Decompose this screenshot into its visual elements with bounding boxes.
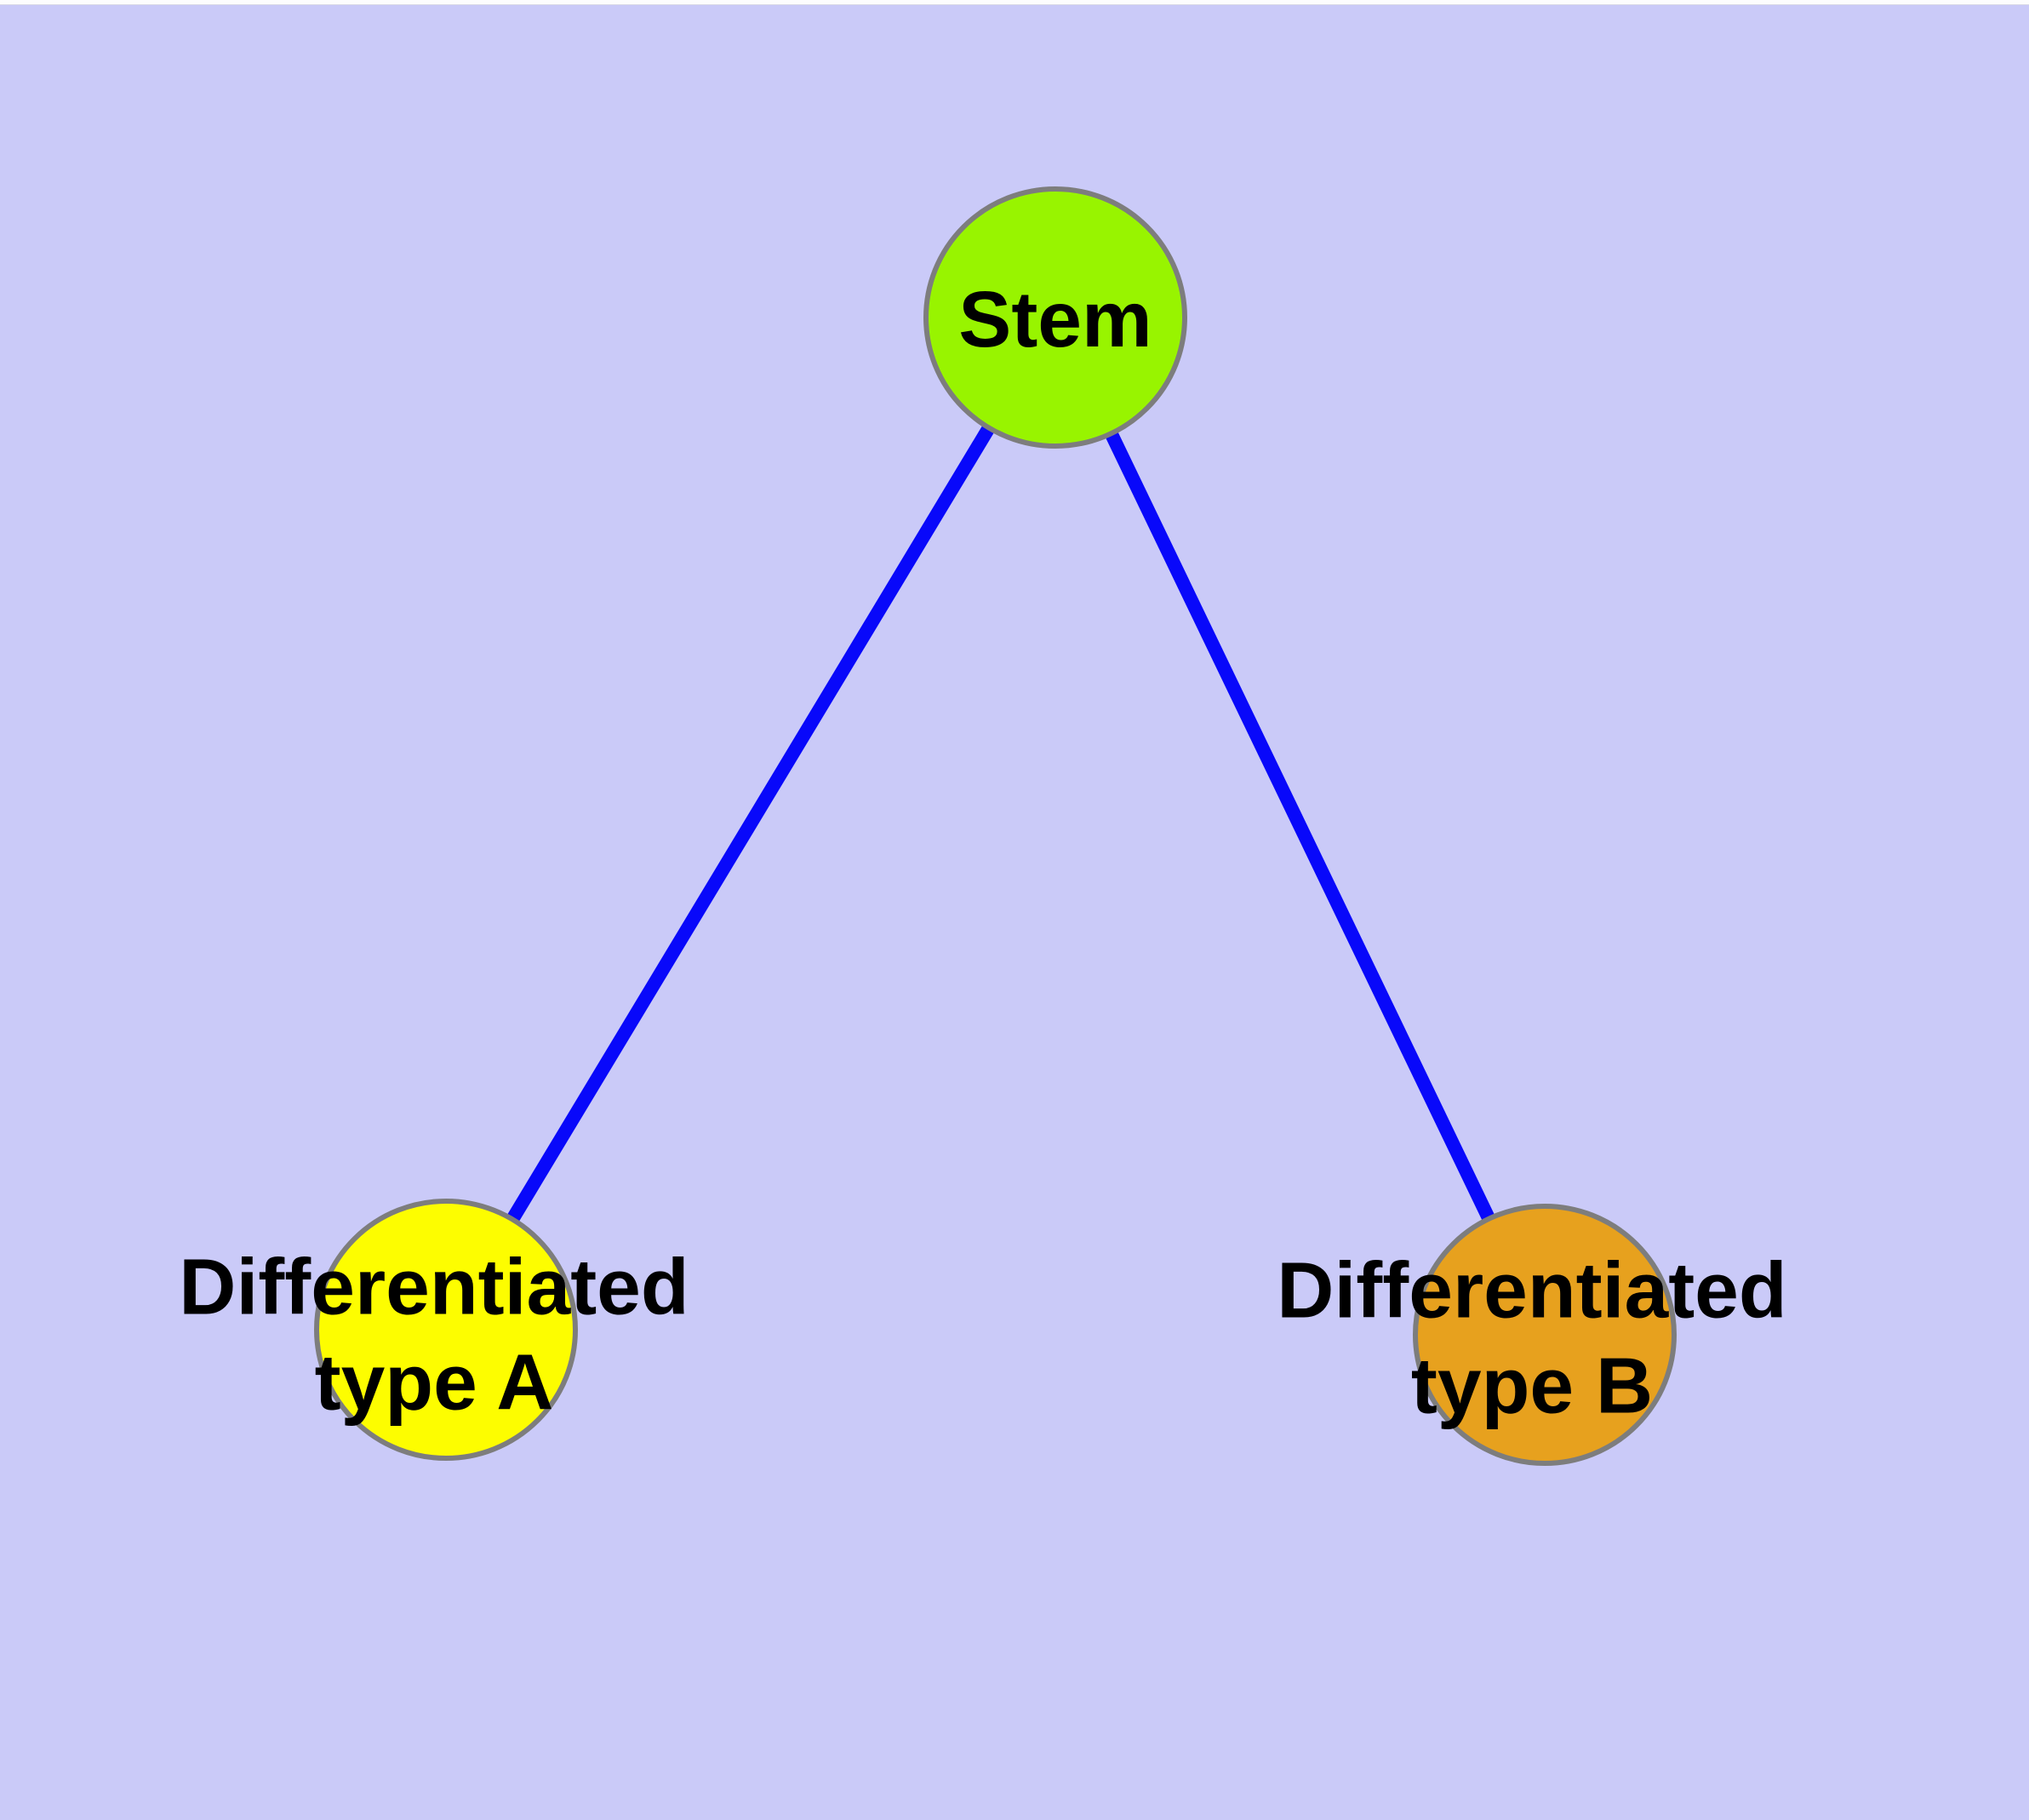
node-label-line: Differentiated: [179, 1242, 689, 1331]
node-differentiated-type-b-shape[interactable]: [1413, 1204, 1677, 1466]
node-differentiated-type-a-shape[interactable]: [314, 1199, 578, 1461]
node-label-line: type A: [314, 1337, 554, 1426]
node-differentiated-type-a-label[interactable]: Differentiated type A: [179, 1239, 689, 1429]
edge-stem-to-type-b[interactable]: [1049, 314, 1552, 1338]
edge-stem-to-type-a[interactable]: [440, 313, 1061, 1334]
node-stem-label[interactable]: Stem: [958, 272, 1152, 368]
node-stem-shape[interactable]: [923, 186, 1187, 449]
window-top-edge: [0, 0, 2029, 5]
node-label-line: type B: [1410, 1341, 1654, 1429]
node-differentiated-type-b-label[interactable]: Differentiated type B: [1277, 1243, 1786, 1433]
node-label-line: Differentiated: [1277, 1245, 1787, 1335]
node-label-line: Stem: [958, 275, 1152, 364]
